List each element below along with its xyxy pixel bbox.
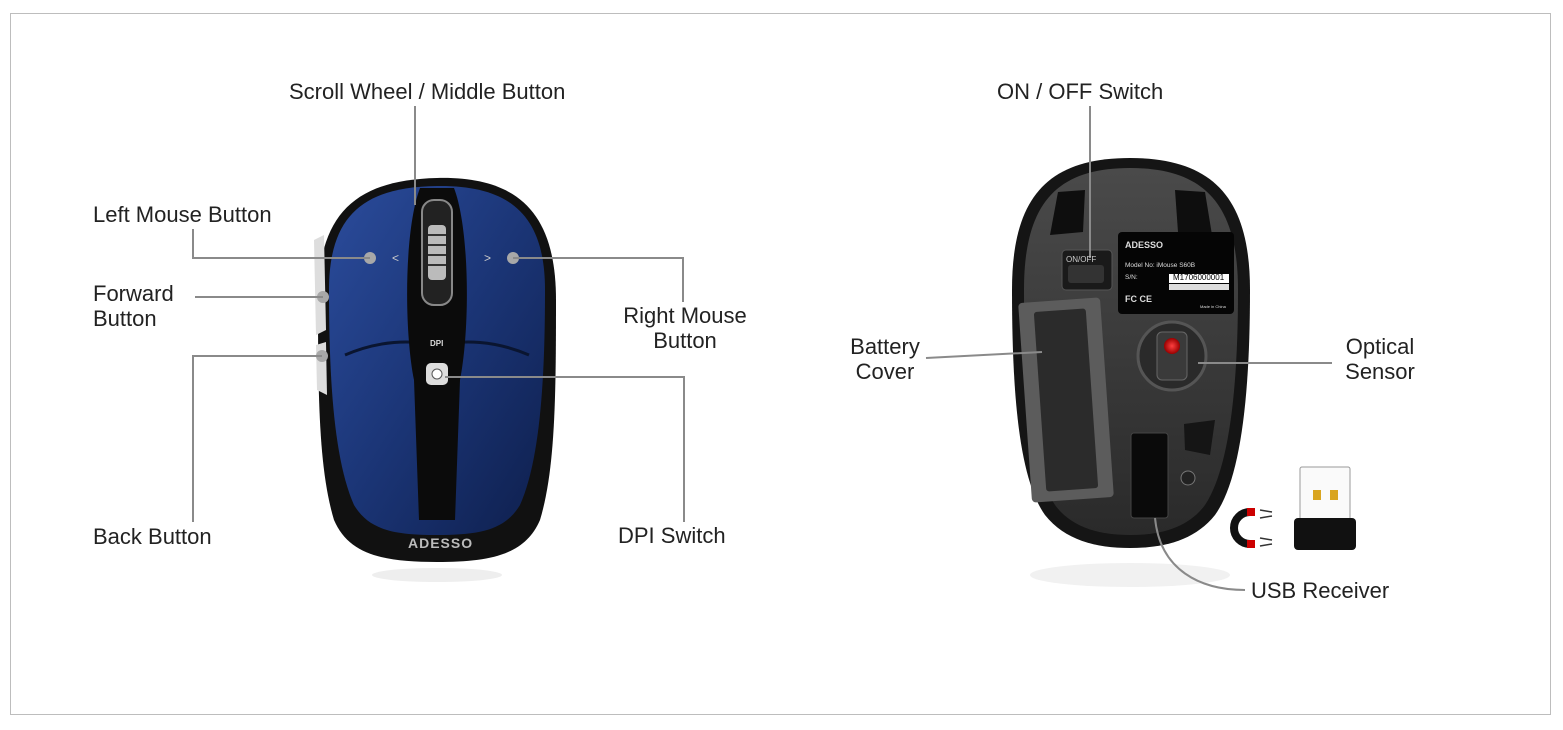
mouse-bottom-view	[1012, 158, 1250, 587]
magnet-icon	[1230, 508, 1273, 548]
label-line: Right Mouse	[623, 303, 747, 328]
sticker-certifications: FC CE	[1125, 294, 1152, 304]
on-off-switch-marking: ON/OFF	[1066, 255, 1097, 264]
label-line: Button	[653, 328, 717, 353]
label-line: Button	[93, 306, 157, 331]
label-line: Battery	[850, 334, 920, 359]
label-line: Optical	[1345, 334, 1415, 359]
diagram-frame	[10, 13, 1551, 715]
label-back-button: Back Button	[93, 524, 212, 549]
brand-logo: ADESSO	[408, 535, 474, 551]
mouse-top-view: < >	[314, 177, 556, 582]
sticker-model: Model No: iMouse S60B	[1125, 262, 1196, 269]
label-usb-receiver: USB Receiver	[1251, 578, 1390, 603]
label-on-off-switch: ON / OFF Switch	[997, 79, 1164, 104]
sticker-sn-label: S/N:	[1125, 274, 1138, 281]
label-optical-sensor: Optical Sensor	[1335, 334, 1425, 384]
leader-lines	[192, 106, 1332, 591]
usb-receiver-image	[1294, 466, 1356, 550]
dpi-marking: DPI	[430, 339, 444, 348]
label-forward-button: Forward Button	[93, 281, 174, 331]
label-line: Cover	[855, 359, 915, 384]
svg-text:<: <	[392, 251, 399, 265]
label-right-mouse-button: Right Mouse Button	[612, 303, 758, 353]
label-line: Sensor	[1345, 359, 1415, 384]
svg-text:>: >	[484, 251, 491, 265]
label-battery-cover: Battery Cover	[840, 334, 930, 384]
label-scroll-wheel: Scroll Wheel / Middle Button	[289, 79, 566, 104]
label-line: Forward	[93, 281, 174, 306]
sticker-serial: M1706000001	[1173, 273, 1225, 282]
label-left-mouse-button: Left Mouse Button	[93, 202, 272, 227]
sticker-origin: Made in China	[1200, 304, 1226, 309]
sticker-logo: ADESSO	[1125, 240, 1164, 250]
label-dpi-switch: DPI Switch	[618, 523, 726, 548]
